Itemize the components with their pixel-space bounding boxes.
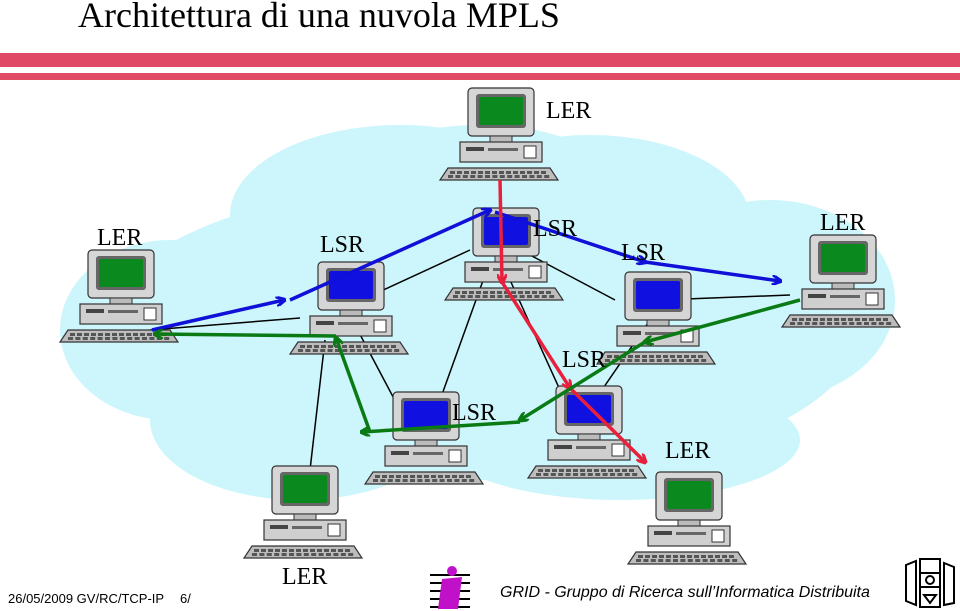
- monitor-screen: [484, 217, 528, 245]
- lsr-label-4: LSR: [562, 347, 607, 373]
- blue-arrow-path: [151, 210, 780, 332]
- monitor-screen: [636, 281, 680, 309]
- ler-computer-top: [438, 87, 560, 181]
- footer-group-name: GRID - Gruppo di Ricerca sull’Informatic…: [500, 584, 870, 601]
- blue-arrow-segment: [494, 210, 645, 262]
- green-arrow-segment: [362, 420, 521, 432]
- red-arrow-path: [500, 179, 645, 462]
- footer-page-number: 6/: [180, 591, 191, 606]
- ler-computer-left: [58, 249, 180, 343]
- title-rule-thick: [0, 53, 960, 67]
- ler-label-left: LER: [97, 225, 143, 251]
- red-arrow-segment: [568, 386, 645, 462]
- monitor-screen: [479, 97, 523, 125]
- ler-label-bottom-right: LER: [665, 438, 711, 464]
- slide-title: Architettura di una nuvola MPLS: [78, 0, 560, 35]
- green-arrow-segment: [645, 298, 801, 342]
- monitor-screen: [283, 475, 327, 503]
- lsr-label-1: LSR: [320, 232, 365, 258]
- green-arrow-segment: [336, 338, 372, 433]
- monitor-screen: [329, 271, 373, 299]
- lsr-label-2: LSR: [533, 216, 578, 242]
- blue-arrow-segment: [644, 260, 780, 281]
- green-arrow-segment: [520, 340, 646, 420]
- red-arrow-segment: [500, 281, 570, 388]
- ler-computer-bottom-right: [626, 471, 748, 565]
- lsr-computer-3: [595, 271, 717, 365]
- blue-arrow-segment: [151, 300, 284, 332]
- monitor-screen: [821, 244, 865, 272]
- ler-label-bottom-left: LER: [282, 564, 328, 590]
- monitor-screen: [667, 481, 711, 509]
- lsr-computer-4: [363, 391, 485, 485]
- title-rule-thin: [0, 73, 960, 80]
- grid-logo-icon: [430, 566, 470, 609]
- ler-label-right: LER: [820, 210, 866, 236]
- mpls-cloud: [60, 125, 895, 500]
- blue-arrow-segment: [289, 210, 490, 302]
- ler-label-top: LER: [546, 98, 592, 124]
- monitor-screen: [99, 259, 143, 287]
- monitor-screen: [404, 401, 448, 429]
- footer-date-code: 26/05/2009 GV/RC/TCP-IP: [8, 591, 165, 606]
- green-arrow-path: [155, 298, 801, 433]
- lsr-label-3: LSR: [621, 240, 666, 266]
- university-seal-icon: [905, 558, 955, 608]
- lsr-label-5: LSR: [452, 400, 497, 426]
- green-arrow-segment: [155, 334, 337, 336]
- ler-computer-right: [780, 234, 902, 328]
- ler-computer-bottom-left: [242, 465, 364, 559]
- red-arrow-segment: [500, 179, 502, 282]
